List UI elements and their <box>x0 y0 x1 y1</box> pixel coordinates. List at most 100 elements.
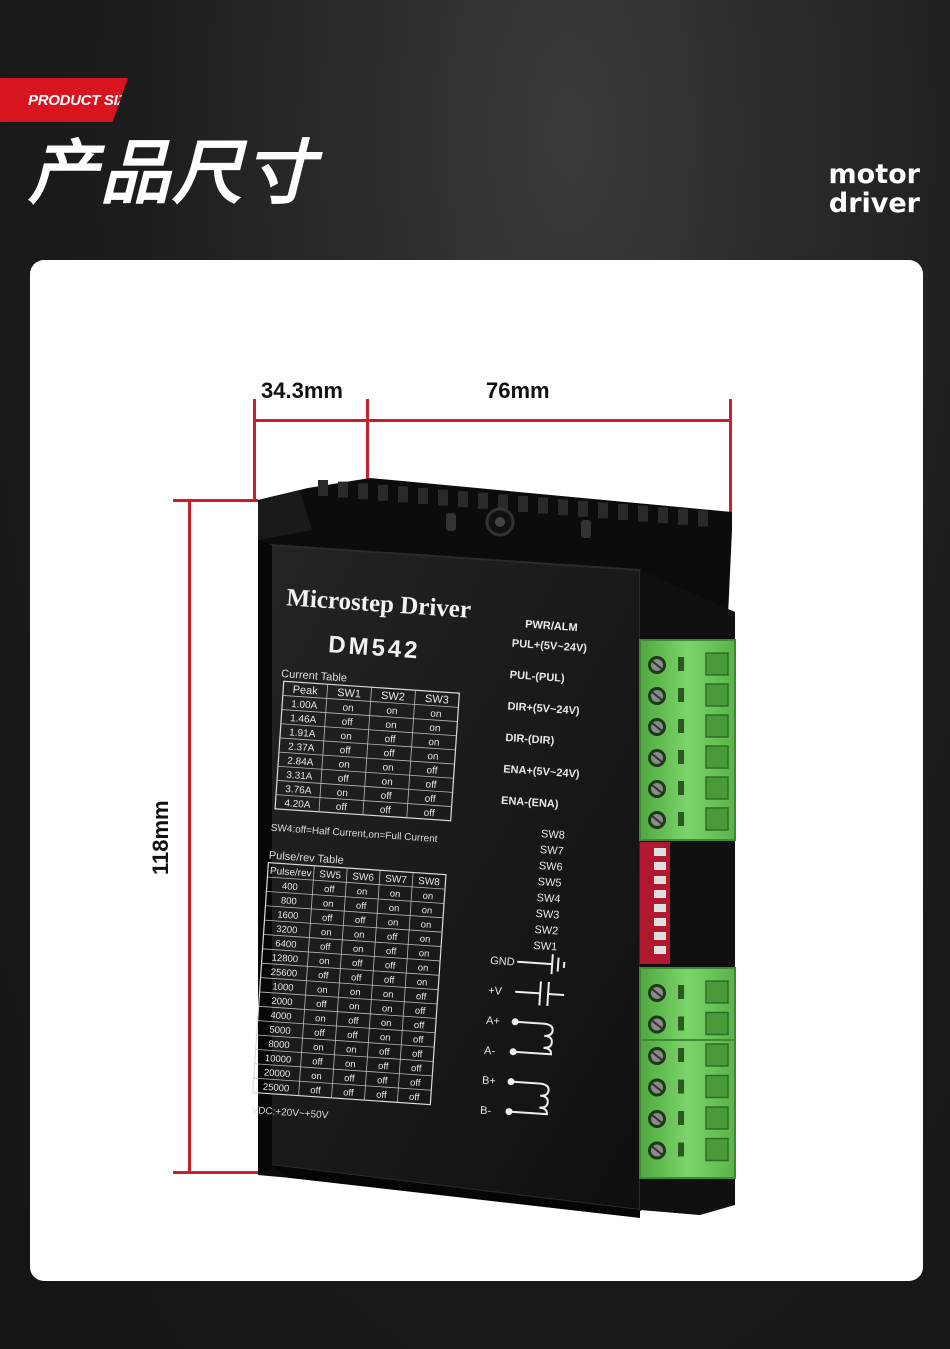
pulse-table-cell: on <box>311 1071 322 1083</box>
pulse-table-cell: on <box>315 1013 326 1025</box>
pulse-header-cell: SW8 <box>418 876 441 888</box>
pulse-table-cell: off <box>379 1046 390 1058</box>
signal-terminal-block <box>639 639 736 841</box>
pulse-table-cell: on <box>346 1044 357 1056</box>
pulse-table-cell: 2000 <box>271 996 293 1008</box>
depth-label: 34.3mm <box>261 378 343 403</box>
pulse-table-cell: on <box>321 927 332 939</box>
current-table-cell: on <box>340 731 352 743</box>
pulse-table-cell: on <box>416 977 427 989</box>
current-table-cell: on <box>430 709 442 721</box>
current-table-cell: on <box>429 723 441 735</box>
pulse-table-cell: on <box>418 948 429 960</box>
gnd-symbol-icon <box>517 954 566 975</box>
power-label: +V <box>488 985 503 998</box>
pulse-table-cell: off <box>355 915 366 927</box>
switch-label: SW1 <box>533 940 558 954</box>
current-table-cell: off <box>424 794 436 806</box>
pulse-table-cell: off <box>415 1006 426 1018</box>
pulse-table-cell: 25000 <box>263 1082 290 1095</box>
pulse-table-cell: on <box>345 1059 356 1071</box>
pulse-table-cell: off <box>312 1056 323 1068</box>
pulse-table-cell: on <box>389 888 400 900</box>
pulse-table-cell: on <box>356 886 367 898</box>
pulse-table-cell: on <box>350 987 361 999</box>
current-table-title: Current Table <box>281 668 348 684</box>
current-table-cell: 1.91A <box>289 727 316 740</box>
current-table-cell: off <box>339 745 351 757</box>
pulse-table-cell: on <box>380 1032 391 1044</box>
pulse-table-title: Pulse/rev Table <box>268 850 344 867</box>
pulse-table-cell: off <box>411 1063 422 1075</box>
pulse-table-cell: off <box>384 975 395 987</box>
current-table-cell: off <box>383 748 395 760</box>
pulse-table-cell: on <box>349 1001 360 1013</box>
pulse-table-cell: 25600 <box>270 967 297 980</box>
current-header-cell: SW2 <box>381 690 406 704</box>
switch-label: SW5 <box>537 876 562 890</box>
current-table-cell: off <box>341 717 353 729</box>
pulse-header-cell: SW6 <box>352 871 375 883</box>
page-title: 产品尺寸 <box>28 132 316 214</box>
pulse-table-cell: off <box>377 1075 388 1087</box>
signal-label: DIR+(5V~24V) <box>507 701 580 718</box>
pulse-table-cell: off <box>378 1061 389 1073</box>
current-table-cell: off <box>423 808 435 820</box>
dim-tick-bottom <box>173 1171 258 1174</box>
product-size-badge: PRODUCT SIZE <box>0 78 128 122</box>
pulse-table-cell: on <box>421 905 432 917</box>
power-label: A- <box>484 1045 496 1058</box>
signal-label: ENA+(5V~24V) <box>503 763 580 780</box>
dip-switch-lever <box>654 876 666 884</box>
pulse-table-cell: off <box>318 970 329 982</box>
pulse-table-cell: off <box>385 960 396 972</box>
pulse-table-cell: on <box>420 919 431 931</box>
side-title: motor driver <box>829 160 920 218</box>
pulse-table-cell: off <box>310 1085 321 1097</box>
dim-tick-right <box>729 399 732 529</box>
signal-label: PUL-(PUL) <box>509 669 565 685</box>
coil-b-icon <box>505 1078 550 1116</box>
current-table-cell: 1.00A <box>291 699 318 712</box>
pulse-table-cell: off <box>314 1028 325 1040</box>
pulse-table-cell: off <box>343 1087 354 1099</box>
dim-tick-left <box>253 399 256 499</box>
current-header-cell: Peak <box>292 684 318 698</box>
pulse-table-cell: off <box>413 1034 424 1046</box>
switch-label: SW7 <box>539 844 564 858</box>
dip-switch-lever <box>654 918 666 926</box>
pulse-table-cell: on <box>422 891 433 903</box>
pulse-table-cell: 5000 <box>269 1024 291 1036</box>
pulse-table-cell: on <box>417 962 428 974</box>
pulse-table-cell: on <box>323 898 334 910</box>
pulse-table-cell: 4000 <box>270 1010 292 1022</box>
vdc-text: VDC:+20V~+50V <box>251 1105 329 1121</box>
current-table-cell: off <box>379 805 391 817</box>
current-table-cell: on <box>385 720 397 732</box>
current-table-cell: on <box>342 703 354 715</box>
pulse-table-cell: 6400 <box>275 938 297 950</box>
current-table-cell: on <box>386 706 398 718</box>
pulse-table-cell: off <box>410 1077 421 1089</box>
pulse-table-cell: off <box>412 1049 423 1061</box>
dip-switch-lever <box>654 932 666 940</box>
current-table-cell: off <box>384 734 396 746</box>
current-table-cell: off <box>337 773 349 785</box>
signal-label: DIR-(DIR) <box>505 732 555 747</box>
pulse-table-cell: off <box>344 1073 355 1085</box>
switch-label: SW6 <box>538 860 563 874</box>
pulse-table-cell: off <box>316 999 327 1011</box>
pulse-table-cell: off <box>376 1090 387 1102</box>
pulse-table-cell: off <box>324 884 335 896</box>
current-table-cell: 4.20A <box>284 798 311 811</box>
power-labels: GND+VA+A-B+B- <box>480 955 515 1117</box>
pulse-table-cell: off <box>347 1030 358 1042</box>
current-table-cell: off <box>335 802 347 814</box>
pulse-table-cell: off <box>348 1015 359 1027</box>
pulse-table-cell: off <box>414 1020 425 1032</box>
current-table-cell: 3.76A <box>285 784 312 797</box>
pwr-alm-label: PWR/ALM <box>525 619 578 635</box>
